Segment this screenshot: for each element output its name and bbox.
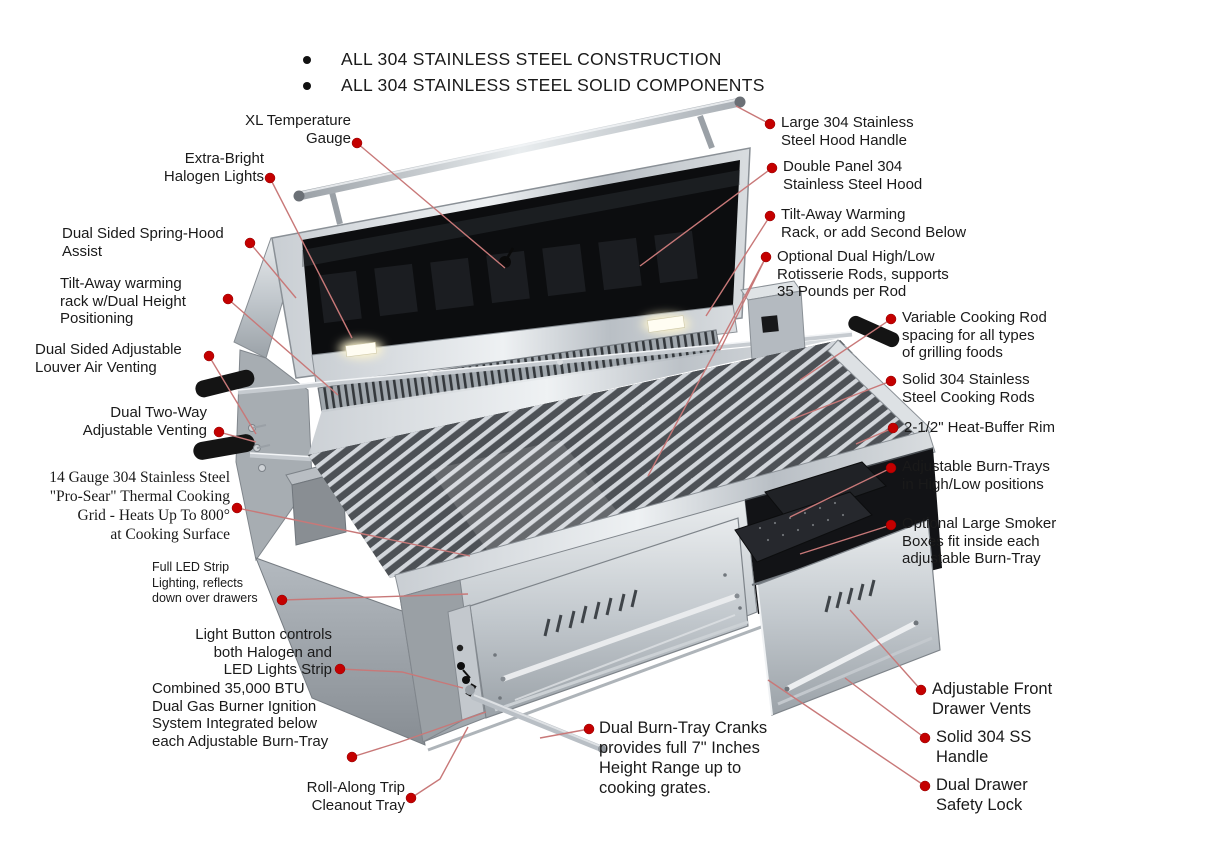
label-tilt-away-warming-rack-left: Tilt-Away warming rack w/Dual Height Pos…: [60, 275, 186, 328]
open-drawer-vent-slits: [824, 579, 876, 613]
label-variable-cooking-rod-spacing: Variable Cooking Rod spacing for all typ…: [902, 309, 1047, 362]
label-hood-handle: Large 304 Stainless Steel Hood Handle: [781, 114, 914, 149]
vent-knobs: [248, 424, 271, 472]
hood-interior-reflections: [318, 230, 698, 324]
label-spring-hood-assist: Dual Sided Spring-Hood Assist: [62, 225, 224, 260]
heat-buffer-rim-front: [394, 429, 936, 598]
callout-lines: [208, 105, 926, 799]
hood-handle-bar: [293, 96, 746, 225]
header-bullet-list: ALL 304 STAINLESS STEEL CONSTRUCTION ALL…: [303, 49, 765, 101]
label-xl-temperature-gauge: XL Temperature Gauge: [245, 112, 351, 147]
callout-dots: [203, 118, 931, 804]
cabinet: [399, 499, 765, 752]
bullet-icon: [303, 82, 311, 90]
open-drawer-handle-bar[interactable]: [785, 620, 918, 692]
label-extra-bright-halogen-lights: Extra-Bright Halogen Lights: [163, 150, 264, 185]
header-bullet-row: ALL 304 STAINLESS STEEL SOLID COMPONENTS: [303, 75, 765, 96]
header-bullet-row: ALL 304 STAINLESS STEEL CONSTRUCTION: [303, 49, 765, 70]
header-bullet-text: ALL 304 STAINLESS STEEL CONSTRUCTION: [341, 49, 722, 69]
label-louver-air-venting: Dual Sided Adjustable Louver Air Venting: [35, 341, 182, 376]
label-roll-along-cleanout-tray: Roll-Along Trip Cleanout Tray: [306, 779, 405, 814]
label-adjustable-front-drawer-vents: Adjustable Front Drawer Vents: [932, 680, 1053, 719]
drawer-closed[interactable]: [469, 517, 749, 719]
label-optional-rotisserie-rods: Optional Dual High/Low Rotisserie Rods, …: [777, 248, 949, 301]
drawer-handle-bar[interactable]: [502, 593, 738, 682]
halogen-light-strip-right: [642, 315, 690, 333]
label-optional-smoker-boxes: Optional Large Smoker Boxes fit inside e…: [902, 515, 1057, 568]
crank-handle[interactable]: [465, 685, 606, 753]
label-heat-buffer-rim: 2-1/2" Heat-Buffer Rim: [904, 419, 1055, 436]
label-pro-sear-cooking-grid: 14 Gauge 304 Stainless Steel "Pro-Sear" …: [49, 469, 230, 543]
rotisserie-handle-right: [848, 315, 900, 348]
drawer-open-front[interactable]: [756, 519, 941, 716]
rotisserie-rod-upper: [195, 280, 900, 398]
hood-assembly: [271, 96, 751, 385]
label-solid-ss-handle: Solid 304 SS Handle: [936, 728, 1032, 767]
label-dual-gas-burner-ignition: Combined 35,000 BTU Dual Gas Burner Igni…: [152, 680, 329, 751]
drawer-vent-slits: [543, 589, 638, 637]
label-tilt-away-warming-rack-right: Tilt-Away Warming Rack, or add Second Be…: [781, 206, 967, 241]
light-button[interactable]: [456, 644, 464, 652]
halogen-light-strip-left: [339, 340, 383, 358]
rotisserie-handle-left-lower: [193, 434, 255, 460]
label-dual-drawer-safety-lock: Dual Drawer Safety Lock: [936, 776, 1028, 815]
smoker-boxes: [734, 461, 887, 563]
label-light-button-controls: Light Button controls both Halogen and L…: [195, 626, 332, 679]
rotisserie-motor-right: [740, 280, 806, 361]
label-dual-burn-tray-cranks: Dual Burn-Tray Cranks provides full 7" I…: [599, 719, 768, 798]
rollout-tray-lip: [427, 624, 765, 752]
label-adjustable-burn-trays: Adjustable Burn-Trays in High/Low positi…: [902, 458, 1050, 493]
bullet-icon: [303, 56, 311, 64]
label-solid-cooking-rods: Solid 304 Stainless Steel Cooking Rods: [902, 371, 1035, 406]
label-full-led-strip-lighting: Full LED Strip Lighting, reflects down o…: [152, 560, 258, 606]
cooking-grate: [308, 340, 928, 615]
label-two-way-adjustable-venting: Dual Two-Way Adjustable Venting: [82, 404, 207, 439]
label-double-panel-hood: Double Panel 304 Stainless Steel Hood: [783, 158, 923, 193]
header-bullet-text: ALL 304 STAINLESS STEEL SOLID COMPONENTS: [341, 75, 765, 95]
